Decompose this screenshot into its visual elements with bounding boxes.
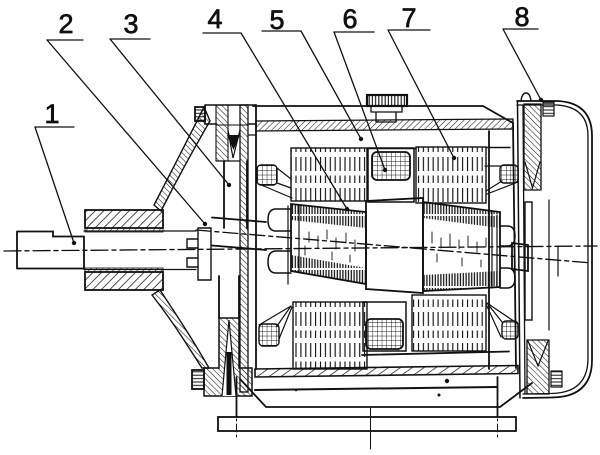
- svg-text:4: 4: [207, 4, 222, 34]
- svg-text:5: 5: [269, 5, 284, 35]
- svg-text:1: 1: [44, 99, 59, 129]
- svg-text:6: 6: [342, 4, 357, 34]
- svg-text:7: 7: [401, 3, 416, 33]
- svg-text:8: 8: [514, 2, 529, 32]
- svg-text:2: 2: [58, 9, 73, 39]
- svg-text:3: 3: [123, 9, 138, 39]
